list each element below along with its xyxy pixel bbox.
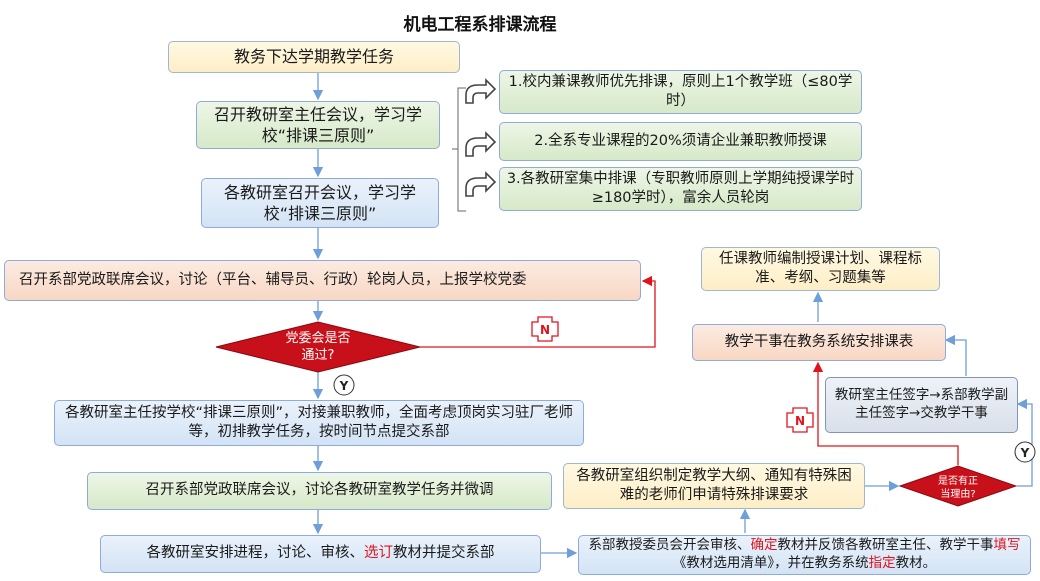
committee-highlight-fill: 填写	[993, 537, 1021, 554]
meeting1-node: 召开教研室主任会议，学习学校“排课三原则”	[196, 101, 440, 149]
page-title: 机电工程系排课流程	[403, 15, 557, 35]
meeting1-node-text: 召开教研室主任会议，学习学校“排课三原则”	[213, 104, 422, 145]
no-badge: N	[786, 407, 814, 433]
yes-badge	[333, 374, 355, 396]
committee-node: 系部教授委员会开会审核、确定教材并反馈各教研室主任、教学干事填写《教材选用清单》…	[578, 535, 1031, 575]
rules-bracket	[457, 87, 466, 212]
arrow-decision2-reject	[812, 361, 959, 465]
signatures-node-text: 教研室主任签字→系部教学副主任签字→交教学干事	[834, 387, 1009, 421]
decision1-diamond	[215, 321, 421, 373]
rule1-node: 1.校内兼课教师优先排课，原则上1个教学班（≤80学时）	[499, 70, 862, 114]
decision1-line2: 通过?	[302, 348, 335, 363]
decision2-line2: 当理由?	[940, 487, 975, 500]
task-node-text: 教务下达学期教学任务	[233, 47, 394, 67]
signatures-node: 教研室主任签字→系部教学副主任签字→交教学干事	[825, 377, 1018, 433]
rule1-node-text: 1.校内兼课教师优先排课，原则上1个教学班（≤80学时）	[508, 73, 853, 109]
committee-text: 《教材选用清单》，并在教务系统	[672, 555, 869, 571]
task-node: 教务下达学期教学任务	[168, 41, 460, 73]
no-badge: N	[531, 316, 559, 342]
schedule-highlight: 选订	[364, 545, 393, 562]
joint1-node-text: 召开系部党政联席会议，讨论（平台、辅导员、行政）轮岗人员，上报学校党委	[19, 271, 527, 288]
arrow-signatures-secretary	[944, 334, 967, 376]
rule3-node-text: 3.各教研室集中排课（专职教师原则上学期纯授课学时≥180学时），富余人员轮岗	[506, 170, 855, 206]
committee-text: 教材并反馈各教研室主任、教学干事	[777, 537, 994, 554]
rule3-node: 3.各教研室集中排课（专职教师原则上学期纯授课学时≥180学时），富余人员轮岗	[499, 167, 862, 211]
no-badge-label: N	[795, 414, 805, 428]
arrow-decision1-reject	[420, 275, 656, 348]
teachers-node: 任课教师编制授课计划、课程标准、考纲、习题集等	[701, 247, 940, 291]
schedule-text-end: 教材并提交系部	[393, 545, 495, 562]
outline-node-text: 各教研室组织制定教学大纲、通知有特殊困难的老师们申请特殊排课要求	[576, 467, 852, 503]
curved-arrow-icon	[465, 131, 497, 157]
curved-arrow-icon	[465, 78, 497, 104]
committee-text: 教材。	[895, 555, 937, 571]
rule2-node-text: 2.全系专业课程的20%须请企业兼职教师授课	[534, 132, 827, 149]
yes-badge-label: Y	[339, 379, 349, 393]
committee-highlight-confirm: 确定	[750, 537, 778, 554]
teachers-node-text: 任课教师编制授课计划、课程标准、考纲、习题集等	[719, 250, 922, 286]
committee-highlight-assign: 指定	[868, 555, 896, 571]
schedule-text: 各教研室安排进程，讨论、审核、	[146, 545, 365, 562]
committee-node-text: 系部教授委员会开会审核、确定教材并反馈各教研室主任、教学干事填写《教材选用清单》…	[585, 537, 1024, 573]
decision1-line1: 党委会是否	[285, 331, 350, 346]
schedule-node-text: 各教研室安排进程，讨论、审核、选订教材并提交系部	[147, 544, 495, 563]
meeting2-node: 各教研室召开会议，学习学校“排课三原则”	[201, 178, 439, 228]
yes-badge-label: Y	[1020, 446, 1030, 460]
secretary-node: 教学干事在教务系统安排课表	[692, 324, 946, 361]
yes-badge	[1014, 441, 1036, 463]
schedule-node: 各教研室安排进程，讨论、审核、选订教材并提交系部	[100, 535, 541, 573]
secretary-node-text: 教学干事在教务系统安排课表	[724, 333, 914, 350]
joint1-node: 召开系部党政联席会议，讨论（平台、辅导员、行政）轮岗人员，上报学校党委	[4, 260, 641, 301]
assign-node: 各教研室主任按学校“排课三原则”，对接兼职教师，全面考虑顶岗实习驻厂老师等，初排…	[54, 400, 584, 446]
joint2-node: 召开系部党政联席会议，讨论各教研室教学任务并微调	[87, 472, 552, 510]
meeting2-node-text: 各教研室召开会议，学习学校“排课三原则”	[223, 182, 416, 223]
assign-node-text: 各教研室主任按学校“排课三原则”，对接兼职教师，全面考虑顶岗实习驻厂老师等，初排…	[64, 404, 574, 440]
curved-arrow-icon	[465, 171, 497, 197]
committee-text: 系部教授委员会开会审核、	[588, 537, 751, 554]
decision2-line1: 是否有正	[938, 474, 978, 487]
rule2-node: 2.全系专业课程的20%须请企业兼职教师授课	[499, 122, 862, 161]
no-badge-label: N	[540, 323, 550, 337]
outline-node: 各教研室组织制定教学大纲、通知有特殊困难的老师们申请特殊排课要求	[563, 463, 865, 509]
joint2-node-text: 召开系部党政联席会议，讨论各教研室教学任务并微调	[145, 482, 494, 499]
decision2-diamond	[898, 465, 1018, 507]
